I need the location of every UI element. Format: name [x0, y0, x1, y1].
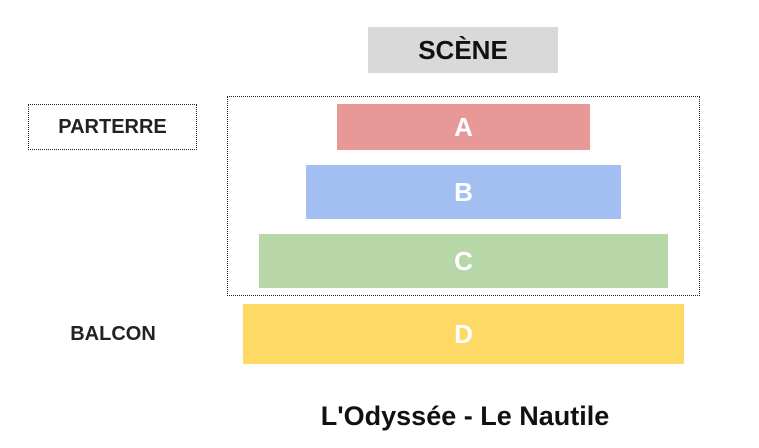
- stage-label: SCÈNE: [368, 27, 558, 73]
- parterre-zone-label: PARTERRE: [28, 104, 197, 150]
- section-d-label: D: [454, 318, 473, 349]
- section-b-label: B: [454, 176, 473, 207]
- section-d[interactable]: D: [243, 304, 684, 364]
- section-c[interactable]: C: [259, 234, 668, 288]
- section-a-label: A: [454, 111, 473, 142]
- section-a[interactable]: A: [337, 104, 590, 150]
- section-b[interactable]: B: [306, 165, 621, 219]
- section-c-label: C: [454, 245, 473, 276]
- venue-title: L'Odyssée - Le Nautile: [320, 400, 610, 431]
- parterre-zone-outline: [227, 96, 700, 296]
- balcon-zone-label: BALCON: [70, 322, 156, 345]
